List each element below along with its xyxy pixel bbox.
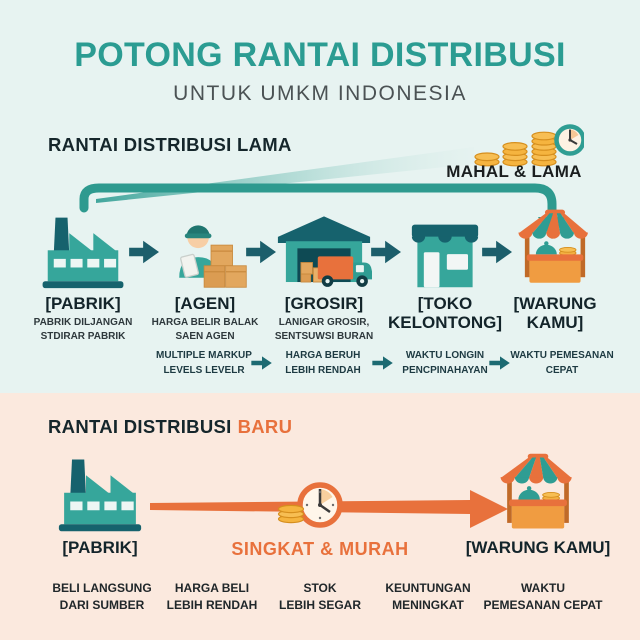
page-title: POTONG RANTAI DISTRIBUSI <box>74 36 566 74</box>
step-agen <box>162 202 248 290</box>
new-chain-path-arrow <box>150 482 508 528</box>
step-label-block: [GROSIR] LANIGAR GROSIR, SENTSUWSI BURAN <box>259 294 389 343</box>
step-label: [TOKO KELONTONG] <box>388 294 502 333</box>
step-arrow-icon <box>482 240 512 264</box>
clock-icon <box>297 482 343 528</box>
step-label: [GROSIR] <box>284 294 364 313</box>
step-grosir <box>276 202 372 290</box>
page-subtitle: UNTUK UMKM INDONESIA <box>173 82 467 105</box>
benefit-item: WAKTU PEMESANAN CEPAT <box>483 581 603 612</box>
delivery-agent-icon <box>179 225 247 288</box>
new-chain-warung <box>494 448 582 536</box>
new-chain-from-label: [PABRIK] <box>62 538 138 557</box>
warehouse-truck-icon <box>277 216 372 287</box>
storefront-icon <box>411 224 479 288</box>
step-label: [AGEN] <box>174 294 236 313</box>
new-chain-to-label: [WARUNG KAMU] <box>465 538 611 557</box>
step-pabrik <box>40 202 126 290</box>
coins-stack-icon <box>277 504 305 524</box>
effect-item: HARGA BERUH LEBIH RENDAH <box>285 350 361 376</box>
effect-arrow-icon <box>251 356 272 370</box>
cost-indicator <box>474 124 584 167</box>
coins-stack-icon <box>474 131 557 167</box>
benefit-item: HARGA BELI LEBIH RENDAH <box>166 581 258 612</box>
step-toko <box>410 202 480 290</box>
effect-item: WAKTU LONGIN PENCPINAHAYAN <box>402 350 488 376</box>
step-label-block: [TOKO KELONTONG] <box>380 294 510 332</box>
effect-arrow-icon <box>372 356 393 370</box>
new-chain-heading-highlight: BARU <box>237 416 293 437</box>
old-chain-heading: RANTAI DISTRIBUSI LAMA <box>48 134 292 155</box>
effect-item: MULTIPLE MARKUP LEVELS LEVELR <box>156 350 252 376</box>
step-label-block: [WARUNG KAMU] <box>490 294 620 332</box>
step-label: [PABRIK] <box>45 294 121 313</box>
effect-arrow-icon <box>489 356 510 370</box>
market-stall-icon <box>500 453 572 529</box>
factory-icon <box>58 459 142 532</box>
effect-item: WAKTU PEMESANAN CEPAT <box>510 350 614 376</box>
step-desc: LANIGAR GROSIR, SENTSUWSI BURAN <box>274 317 374 342</box>
flow-label: SINGKAT & MURAH <box>231 539 409 559</box>
benefit-item: KEUNTUNGAN MENINGKAT <box>385 581 471 612</box>
step-arrow-icon <box>371 240 401 264</box>
clock-icon <box>554 124 584 156</box>
step-label-block: [AGEN] HARGA BELIR BALAK SAEN AGEN <box>140 294 270 343</box>
step-arrow-icon <box>129 240 159 264</box>
factory-icon <box>42 217 124 289</box>
market-stall-icon <box>518 209 588 283</box>
step-label-block: [PABRIK] PABRIK DILJANGAN STDIRAR PABRIK <box>18 294 148 343</box>
step-desc: HARGA BELIR BALAK SAEN AGEN <box>151 317 259 342</box>
step-desc: PABRIK DILJANGAN STDIRAR PABRIK <box>33 317 133 342</box>
step-warung <box>513 202 597 290</box>
cost-label: MAHAL & LAMA <box>446 162 582 181</box>
benefit-item: STOK LEBIH SEGAR <box>278 581 361 612</box>
step-label: [WARUNG KAMU] <box>513 294 597 333</box>
step-arrow-icon <box>246 240 276 264</box>
new-chain-factory <box>56 455 144 533</box>
benefit-item: BELI LANGSUNG DARI SUMBER <box>52 581 152 612</box>
new-chain-heading-prefix: RANTAI DISTRIBUSI <box>48 416 232 437</box>
